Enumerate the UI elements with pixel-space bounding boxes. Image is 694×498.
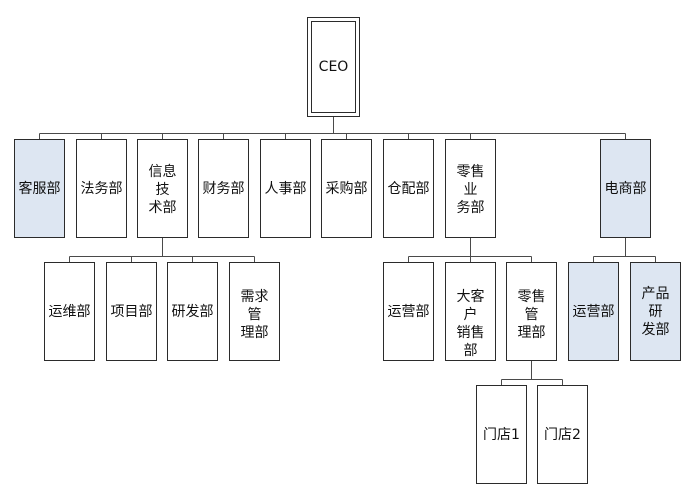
dept-hr: 人事部 xyxy=(260,139,311,238)
retail-sub-operations-label: 运营部 xyxy=(387,303,430,320)
ecommerce-sub-product-dev: 产品研 发部 xyxy=(630,262,681,361)
dept-retail-label: 零售业 务部 xyxy=(456,164,485,216)
dept-warehouse-label: 仓配部 xyxy=(387,180,430,197)
it-sub-project: 项目部 xyxy=(106,262,157,361)
ecommerce-sub-operations-label: 运营部 xyxy=(572,303,615,320)
store-2: 门店2 xyxy=(537,385,588,484)
retail-sub-operations: 运营部 xyxy=(383,262,434,361)
it-sub-requirements: 需求管 理部 xyxy=(229,262,280,361)
dept-warehouse: 仓配部 xyxy=(383,139,434,238)
dept-finance-label: 财务部 xyxy=(202,180,245,197)
ecommerce-sub-operations: 运营部 xyxy=(568,262,619,361)
dept-hr-label: 人事部 xyxy=(264,180,307,197)
retail-sub-key-accounts: 大客户 销售部 xyxy=(445,262,496,361)
retail-sub-mgmt: 零售管 理部 xyxy=(506,262,557,361)
dept-legal: 法务部 xyxy=(76,139,127,238)
it-sub-project-label: 项目部 xyxy=(110,303,153,320)
dept-ecommerce-label: 电商部 xyxy=(604,180,647,197)
dept-it: 信息技 术部 xyxy=(137,139,188,238)
ceo-label: CEO xyxy=(318,59,349,75)
dept-it-label: 信息技 术部 xyxy=(148,164,177,216)
dept-customer-service-label: 客服部 xyxy=(18,180,61,197)
ecommerce-sub-product-dev-label: 产品研 发部 xyxy=(641,285,670,338)
ceo-box: CEO xyxy=(307,17,360,117)
store-1-label: 门店1 xyxy=(483,426,520,443)
it-sub-ops-label: 运维部 xyxy=(48,303,91,320)
store-2-label: 门店2 xyxy=(544,426,581,443)
store-1: 门店1 xyxy=(476,385,527,484)
it-sub-ops: 运维部 xyxy=(44,262,95,361)
dept-procurement-label: 采购部 xyxy=(325,180,368,197)
it-sub-dev-label: 研发部 xyxy=(171,303,214,320)
dept-finance: 财务部 xyxy=(198,139,249,238)
dept-legal-label: 法务部 xyxy=(80,180,123,197)
it-sub-dev: 研发部 xyxy=(167,262,218,361)
it-sub-requirements-label: 需求管 理部 xyxy=(240,289,269,341)
dept-ecommerce: 电商部 xyxy=(600,139,651,238)
retail-sub-mgmt-label: 零售管 理部 xyxy=(517,289,546,341)
dept-procurement: 采购部 xyxy=(321,139,372,238)
dept-customer-service: 客服部 xyxy=(14,139,65,238)
retail-sub-key-accounts-label: 大客户 销售部 xyxy=(456,289,485,359)
dept-retail: 零售业 务部 xyxy=(445,139,496,238)
